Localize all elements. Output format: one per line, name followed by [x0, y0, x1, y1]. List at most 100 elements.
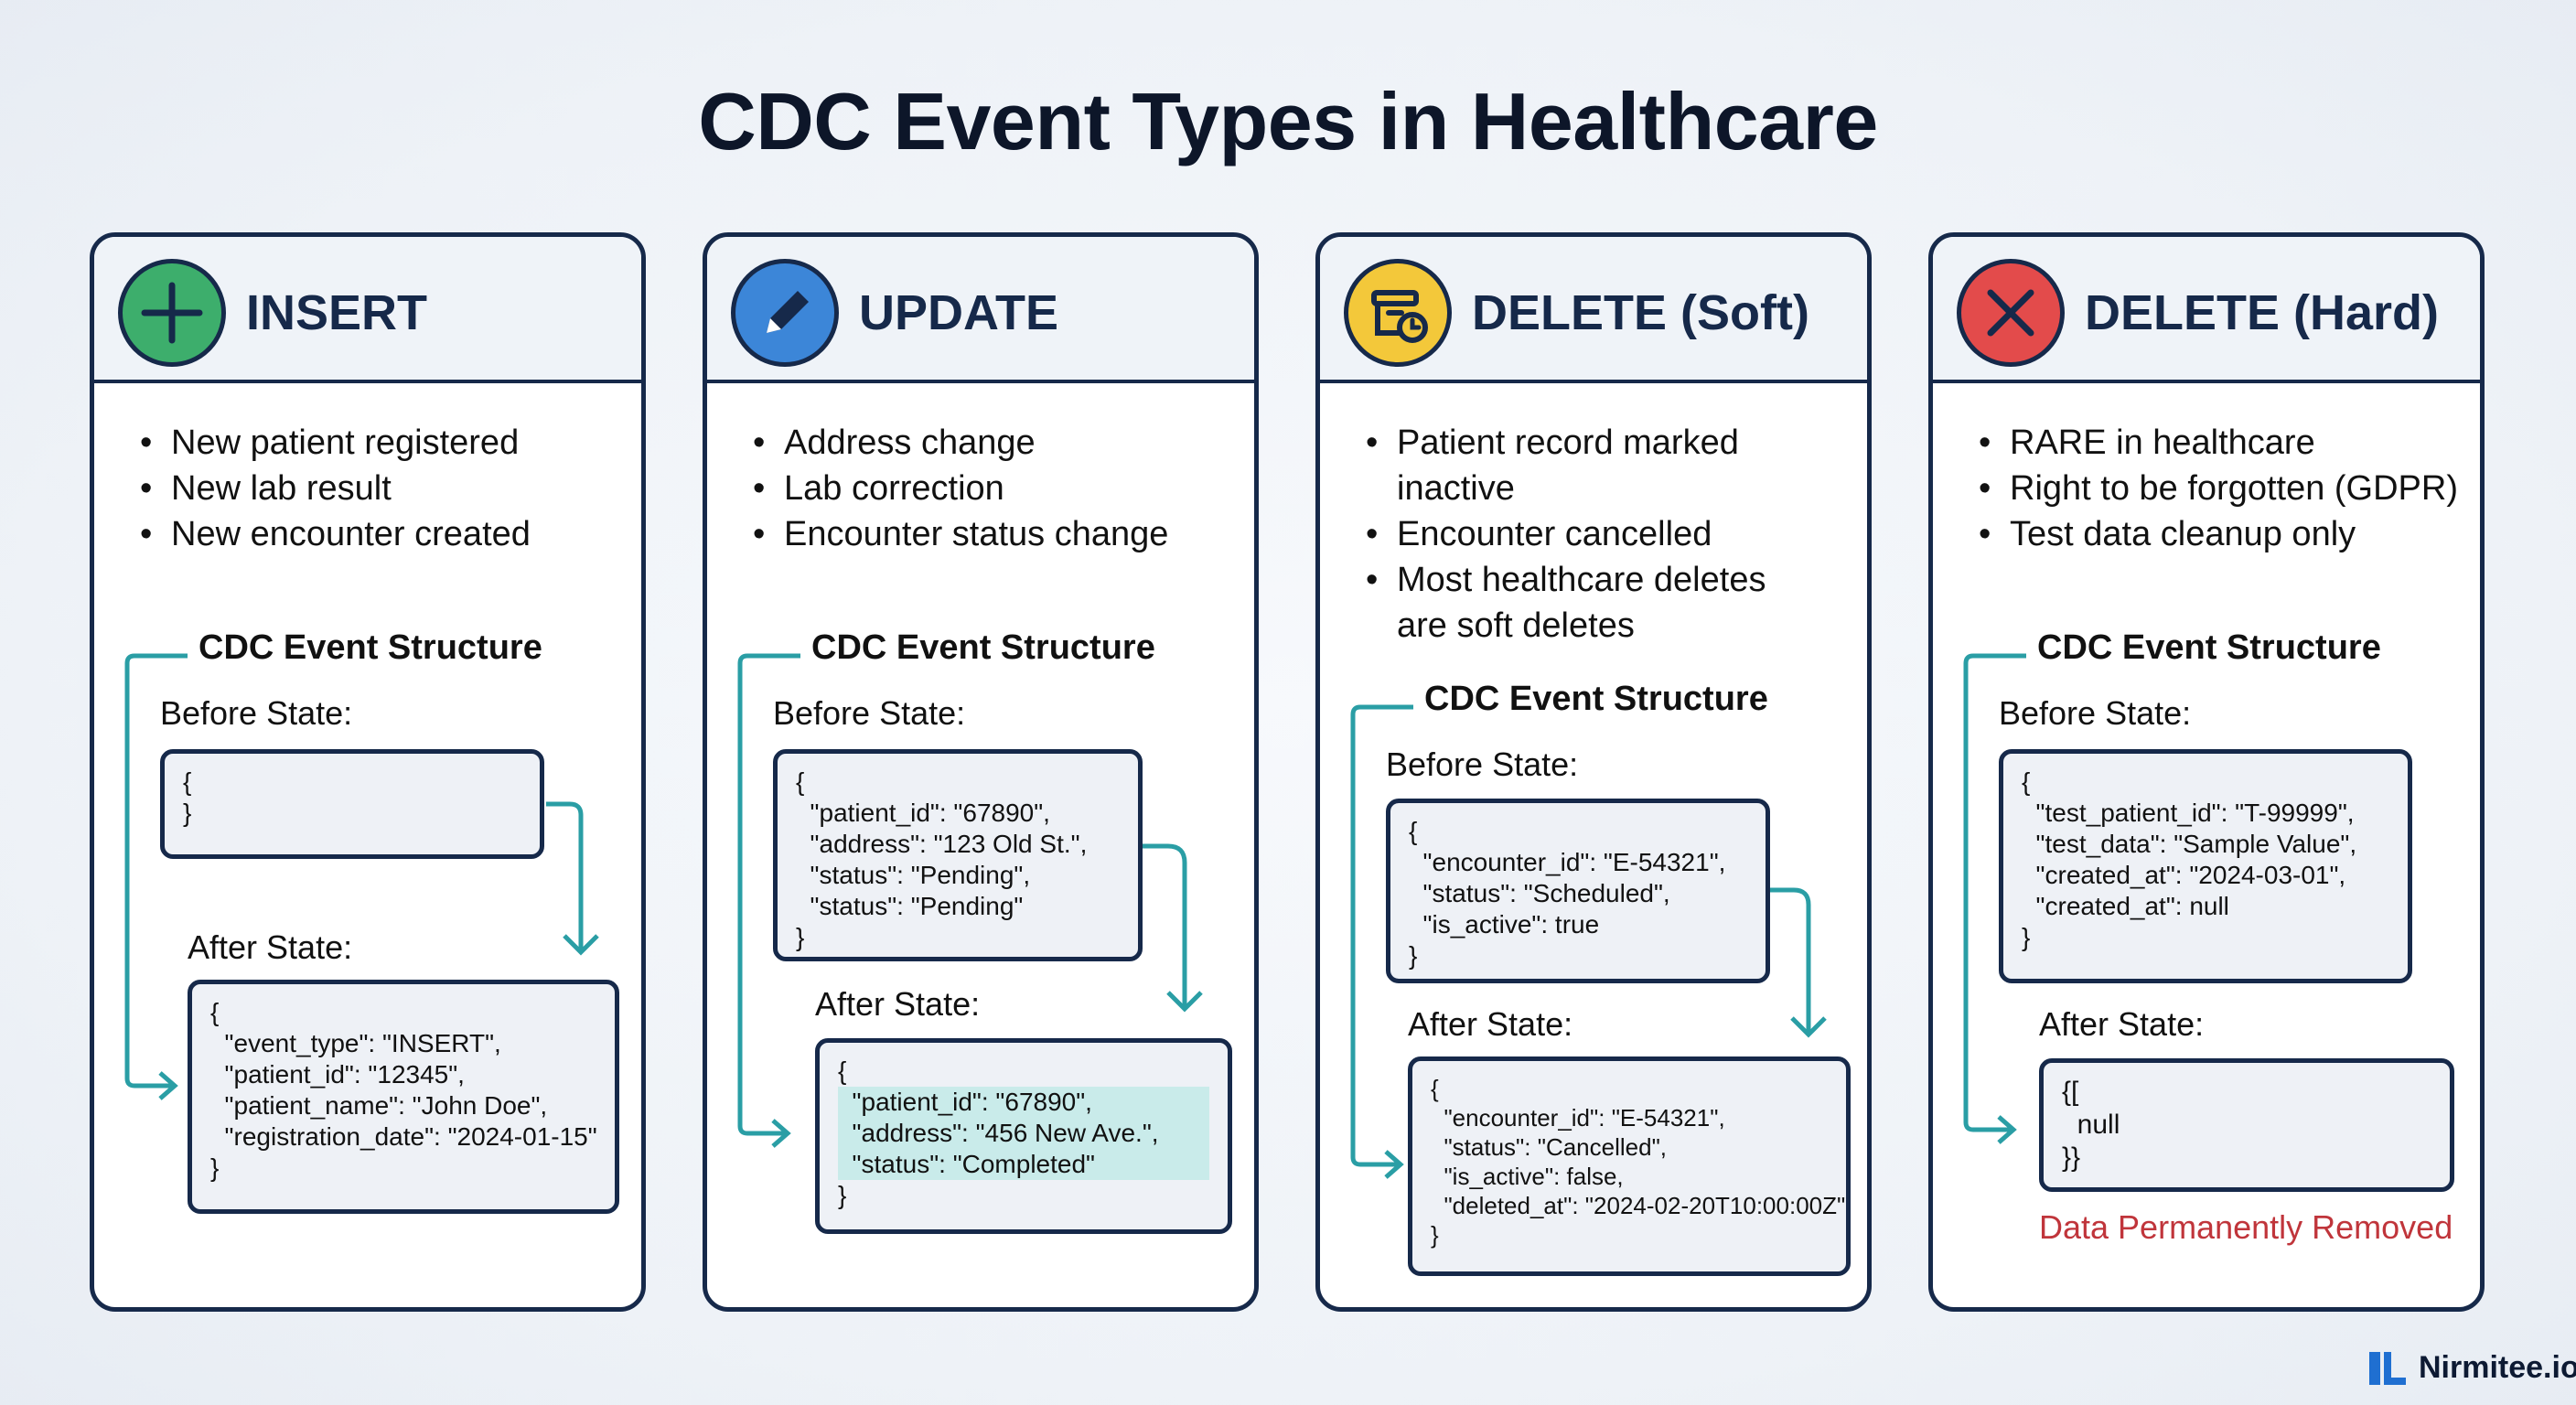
list-item: New patient registered [140, 420, 616, 466]
code-line: "status": "Pending", [796, 861, 1031, 889]
code-line: } [838, 1181, 847, 1209]
code-line-highlighted: "patient_id": "67890", [838, 1087, 1209, 1118]
flow-connector [1350, 704, 1827, 1179]
list-item: New encounter created [140, 511, 616, 557]
code-line-highlighted: "status": "Completed" [838, 1149, 1209, 1180]
card-title: INSERT [246, 285, 428, 340]
flow-connector [737, 653, 1203, 1148]
before-state-label: Before State: [1999, 694, 2192, 732]
code-line: "patient_id": "67890", [796, 799, 1050, 827]
before-state-label: Before State: [160, 694, 353, 732]
x-icon [1957, 259, 2065, 367]
after-state-label: After State: [1408, 1005, 1573, 1043]
code-line: "is_active": true [1409, 910, 1600, 938]
bullet-list: New patient registered New lab result Ne… [140, 420, 616, 557]
structure-title: CDC Event Structure [199, 628, 542, 667]
code-line: "is_active": false, [1431, 1163, 1624, 1190]
after-state-box: { "encounter_id": "E-54321", "status": "… [1408, 1056, 1851, 1276]
before-state-label: Before State: [773, 694, 966, 732]
code-line: } [2022, 923, 2031, 951]
pencil-icon [731, 259, 839, 367]
code-line: { [1431, 1075, 1439, 1102]
card-delete-hard: DELETE (Hard) RARE in healthcare Right t… [1928, 232, 2485, 1312]
bullet-list: Address change Lab correction Encounter … [753, 420, 1229, 557]
code-line: {[ [2062, 1077, 2079, 1107]
card-title: DELETE (Hard) [2085, 285, 2440, 340]
code-line: "status": "Scheduled", [1409, 879, 1670, 907]
card-header: UPDATE [707, 237, 1254, 383]
plus-icon [118, 259, 226, 367]
flow-connector [124, 653, 599, 1100]
removed-note: Data Permanently Removed [2039, 1208, 2453, 1246]
card-header: DELETE (Hard) [1933, 237, 2480, 383]
structure-title: CDC Event Structure [1424, 680, 1768, 718]
card-header: INSERT [94, 237, 641, 383]
code-line: "event_type": "INSERT", [210, 1029, 501, 1057]
code-line: "status": "Cancelled", [1431, 1133, 1668, 1161]
code-line: } [210, 1153, 220, 1182]
brand-logo: Nirmitee.io [2367, 1345, 2576, 1392]
code-line: { [796, 767, 805, 796]
page-title: CDC Event Types in Healthcare [698, 76, 1878, 166]
code-line: "patient_id": "12345", [210, 1060, 465, 1089]
brand-icon [2369, 1352, 2406, 1385]
structure-title: CDC Event Structure [2037, 628, 2381, 667]
code-line: "test_patient_id": "T-99999", [2022, 799, 2355, 827]
code-line: } [1431, 1221, 1439, 1249]
before-state-box: { "encounter_id": "E-54321", "status": "… [1386, 799, 1770, 983]
list-item: Right to be forgotten (GDPR) [1979, 466, 2473, 511]
code-line: } [183, 799, 192, 827]
card-title: DELETE (Soft) [1472, 285, 1809, 340]
list-item: Encounter cancelled [1366, 511, 1823, 557]
list-item: Most healthcare deletes are soft deletes [1366, 557, 1823, 649]
code-line: { [210, 998, 220, 1026]
code-line: "created_at": "2024-03-01", [2022, 861, 2346, 889]
before-state-box: { "patient_id": "67890", "address": "123… [773, 749, 1143, 961]
code-line: "registration_date": "2024-01-15" [210, 1122, 597, 1151]
bullet-list: RARE in healthcare Right to be forgotten… [1979, 420, 2473, 557]
bullet-list: Patient record marked inactive Encounter… [1366, 420, 1823, 649]
list-item: Lab correction [753, 466, 1229, 511]
code-line: "encounter_id": "E-54321", [1409, 848, 1726, 876]
code-line-highlighted: "address": "456 New Ave.", [838, 1118, 1209, 1149]
code-line: { [183, 767, 192, 796]
before-state-box: { "test_patient_id": "T-99999", "test_da… [1999, 749, 2412, 983]
code-line: }} [2062, 1142, 2081, 1173]
card-header: DELETE (Soft) [1320, 237, 1867, 383]
card-delete-soft: DELETE (Soft) Patient record marked inac… [1315, 232, 1872, 1312]
code-line: } [796, 923, 805, 951]
code-line: "test_data": "Sample Value", [2022, 830, 2357, 858]
code-line: "created_at": null [2022, 892, 2229, 920]
after-state-box: {[ null}} [2039, 1058, 2454, 1192]
code-line: { [1409, 817, 1418, 845]
code-line: "deleted_at": "2024-02-20T10:00:00Z" [1431, 1192, 1846, 1219]
code-line: "status": "Pending" [796, 892, 1024, 920]
before-state-box: {} [160, 749, 544, 859]
code-line: "patient_name": "John Doe", [210, 1091, 548, 1120]
after-state-box: { "event_type": "INSERT", "patient_id": … [188, 980, 619, 1214]
list-item: Encounter status change [753, 511, 1229, 557]
code-line: { [838, 1056, 847, 1085]
list-item: Test data cleanup only [1979, 511, 2473, 557]
list-item: RARE in healthcare [1979, 420, 2473, 466]
list-item: New lab result [140, 466, 616, 511]
after-state-box: { "patient_id": "67890", "address": "456… [815, 1038, 1232, 1234]
after-state-label: After State: [188, 928, 353, 966]
archive-clock-icon [1344, 259, 1452, 367]
flow-connector [1963, 653, 2026, 1144]
code-line: { [2022, 767, 2031, 796]
list-item: Address change [753, 420, 1229, 466]
brand-name: Nirmitee.io [2419, 1350, 2576, 1385]
code-line: "encounter_id": "E-54321", [1431, 1104, 1725, 1132]
card-insert: INSERT New patient registered New lab re… [90, 232, 646, 1312]
before-state-label: Before State: [1386, 745, 1579, 783]
after-state-label: After State: [2039, 1005, 2205, 1043]
card-title: UPDATE [859, 285, 1059, 340]
code-line: null [2062, 1110, 2120, 1140]
after-state-label: After State: [815, 985, 981, 1023]
code-line: "address": "123 Old St.", [796, 830, 1088, 858]
card-update: UPDATE Address change Lab correction Enc… [703, 232, 1259, 1312]
code-line: } [1409, 941, 1418, 970]
structure-title: CDC Event Structure [811, 628, 1155, 667]
list-item: Patient record marked inactive [1366, 420, 1823, 511]
